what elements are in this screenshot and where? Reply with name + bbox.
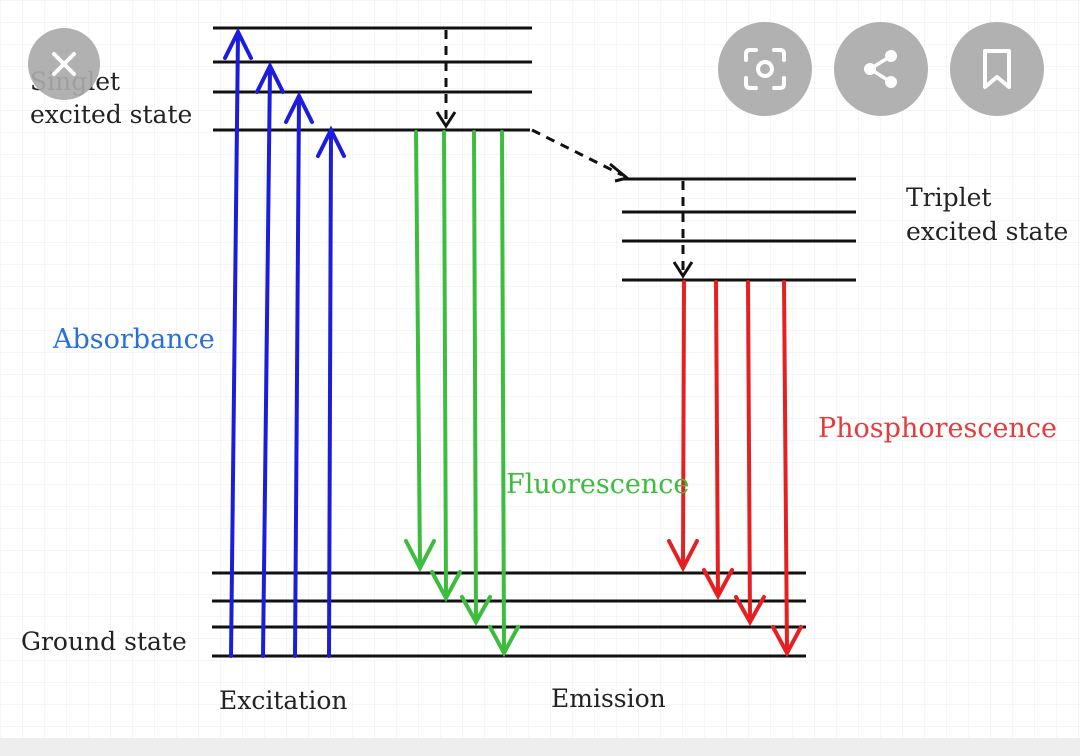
singlet-label-line2: excited state bbox=[30, 100, 193, 129]
triplet-levels bbox=[622, 177, 856, 282]
share-icon bbox=[864, 50, 897, 88]
triplet-label-line1: Triplet bbox=[906, 183, 992, 212]
absorbance-arrows bbox=[223, 27, 346, 658]
triplet-label-line2: excited state bbox=[906, 217, 1069, 246]
background-grid bbox=[0, 0, 1080, 740]
bottom-strip bbox=[0, 738, 1080, 756]
intersystem-crossing-arrow bbox=[531, 128, 623, 177]
absorbance-label: Absorbance bbox=[53, 324, 215, 355]
fluorescence-arrows bbox=[404, 130, 520, 658]
share-button[interactable] bbox=[834, 22, 928, 116]
lens-icon bbox=[744, 48, 786, 90]
close-button[interactable] bbox=[28, 28, 100, 100]
relaxation-arrowheads bbox=[435, 111, 694, 279]
ground-state-label: Ground state bbox=[21, 627, 187, 656]
close-icon bbox=[52, 52, 76, 76]
excitation-label: Excitation bbox=[219, 686, 348, 715]
fluorescence-label: Fluorescence bbox=[506, 469, 690, 500]
singlet-levels bbox=[213, 26, 532, 132]
bookmark-icon bbox=[983, 49, 1011, 89]
bookmark-button[interactable] bbox=[950, 22, 1044, 116]
phosphorescence-label: Phosphorescence bbox=[818, 413, 1057, 444]
relaxation-arrows bbox=[444, 30, 685, 274]
emission-label: Emission bbox=[551, 684, 666, 713]
lens-button[interactable] bbox=[718, 22, 812, 116]
phosphorescence-arrows bbox=[667, 280, 803, 658]
